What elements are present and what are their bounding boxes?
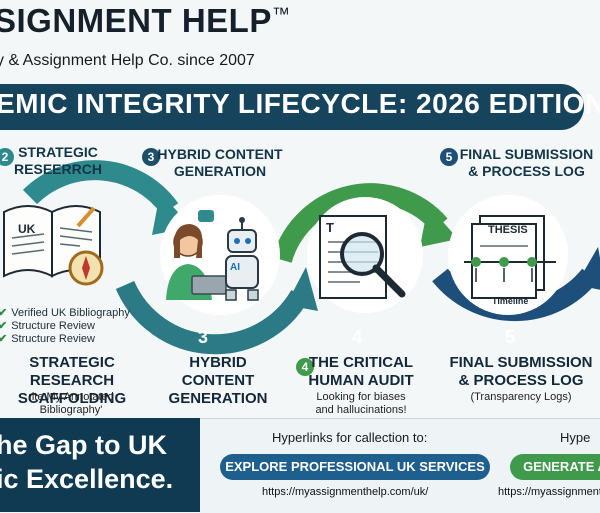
caption-human-audit: THE CRITICAL HUMAN AUDIT xyxy=(308,354,414,389)
arc-teal-bottom xyxy=(115,280,309,355)
document-magnifier-icon xyxy=(319,215,406,299)
caption-number-4: 4 xyxy=(296,358,314,376)
book-label: UK xyxy=(18,222,36,236)
arc-arrowhead-2 xyxy=(286,267,318,311)
title-banner xyxy=(0,84,584,130)
thesis-label: THESIS xyxy=(488,224,528,236)
step-number-2: 2 xyxy=(0,148,14,166)
generate-button[interactable]: GENERATE A xyxy=(510,454,600,480)
person-with-robot-icon xyxy=(166,210,259,301)
checklist: ✔Verified UK Bibliography ✔Structure Rev… xyxy=(0,306,130,345)
footer-dark-panel xyxy=(0,418,200,512)
arc-green-top xyxy=(272,183,448,263)
url-link-uk[interactable]: https://myassignmenthelp.com/uk/ xyxy=(262,486,429,498)
step-number-5: 5 xyxy=(440,148,458,166)
checklist-item: ✔Verified UK Bibliography xyxy=(0,307,130,319)
brand-title: SIGNMENT HELP™ xyxy=(0,2,291,39)
checklist-item: ✔Structure Review xyxy=(0,320,95,332)
caption-strategic-research-sub: rite My Annotated Bibliography' xyxy=(28,391,114,416)
caption-final-submission-sub: (Transparency Logs) xyxy=(470,391,572,403)
footer-slogan: he Gap to UK ic Excellence. xyxy=(0,430,174,494)
url-link-2[interactable]: https://myassignmenth xyxy=(498,486,600,498)
step-title-strategic-research: STRATEGIC RESEERRCH xyxy=(14,144,102,177)
caption-final-submission: FINAL SUBMISSION & PROCESS LOG xyxy=(449,354,593,389)
open-book-compass-icon xyxy=(3,205,104,286)
ai-chip-label: AI xyxy=(230,262,240,273)
arc-teal-top xyxy=(22,160,179,215)
step-title-final-submission: FINAL SUBMISSION & PROCESS LOG xyxy=(459,146,594,179)
checklist-item: ✔Structure Review xyxy=(0,333,95,345)
doc-letter: T xyxy=(326,220,334,235)
arc-number-3: 3 xyxy=(198,327,209,347)
hyperlinks-label: Hyperlinks for callection to: xyxy=(272,430,428,445)
banner-title: EMIC INTEGRITY LIFECYCLE: 2026 EDITION xyxy=(0,88,600,119)
explore-uk-services-button[interactable]: EXPLORE PROFESSIONAL UK SERVICES xyxy=(220,454,490,480)
thesis-timeline-icon xyxy=(464,215,556,299)
timeline-label: Timeline xyxy=(492,296,529,306)
brand-tagline: y & Assignment Help Co. since 2007 xyxy=(0,52,255,69)
caption-strategic-research: STRATEGIC RESEARCH SCAFFOLDING xyxy=(17,354,127,407)
arc-number-4: 4 xyxy=(352,327,363,347)
arc-number-5: 5 xyxy=(505,327,516,347)
step-title-hybrid-content: HYBRID CONTENT GENERATION xyxy=(157,146,283,179)
hyperlinks-label-2: Hype xyxy=(560,430,591,445)
caption-human-audit-sub: Looking for biases and hallucinations! xyxy=(315,391,407,416)
caption-hybrid-content: HYBRID CONTENT GENERATION xyxy=(168,354,268,407)
arc-arrowhead-4 xyxy=(576,247,600,290)
arc-arrowhead-3 xyxy=(420,205,458,247)
step-number-3: 3 xyxy=(142,148,160,166)
